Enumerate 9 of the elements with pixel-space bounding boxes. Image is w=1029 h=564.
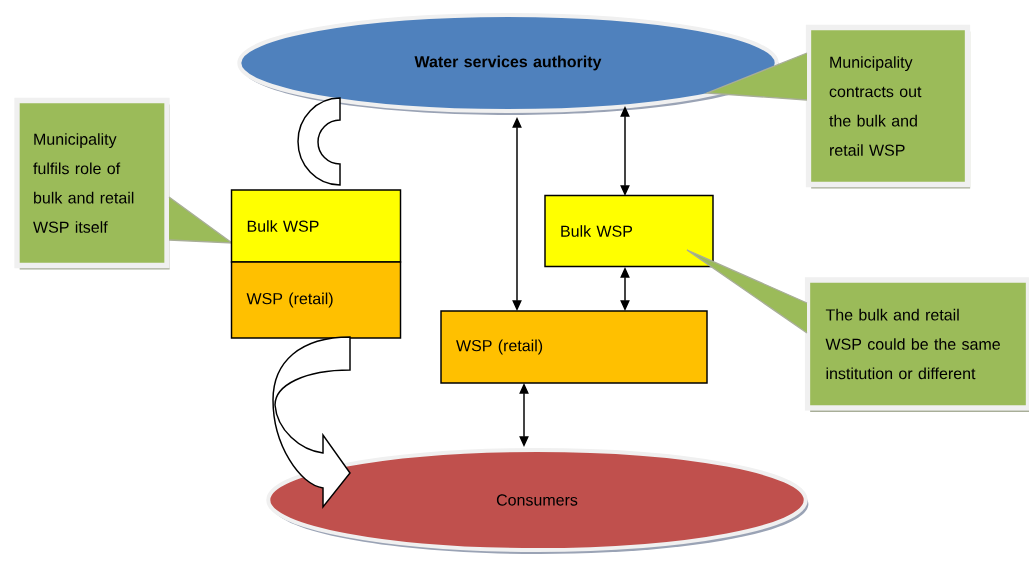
curved-connector [297,97,341,186]
process-box: WSP (retail) [440,310,708,384]
callout-box: Municipality contracts out the bulk and retail WSP [704,24,971,189]
callout-box: The bulk and retail WSP could be the same institution or different [686,249,1029,412]
callout-box: Municipality fulfils role of bulk and retail WSP itself [14,97,235,270]
process-box: Bulk WSP [230,189,402,263]
curved-block-arrow [272,336,351,508]
process-box: Bulk WSP [544,194,714,268]
process-box: WSP (retail) [230,261,402,339]
